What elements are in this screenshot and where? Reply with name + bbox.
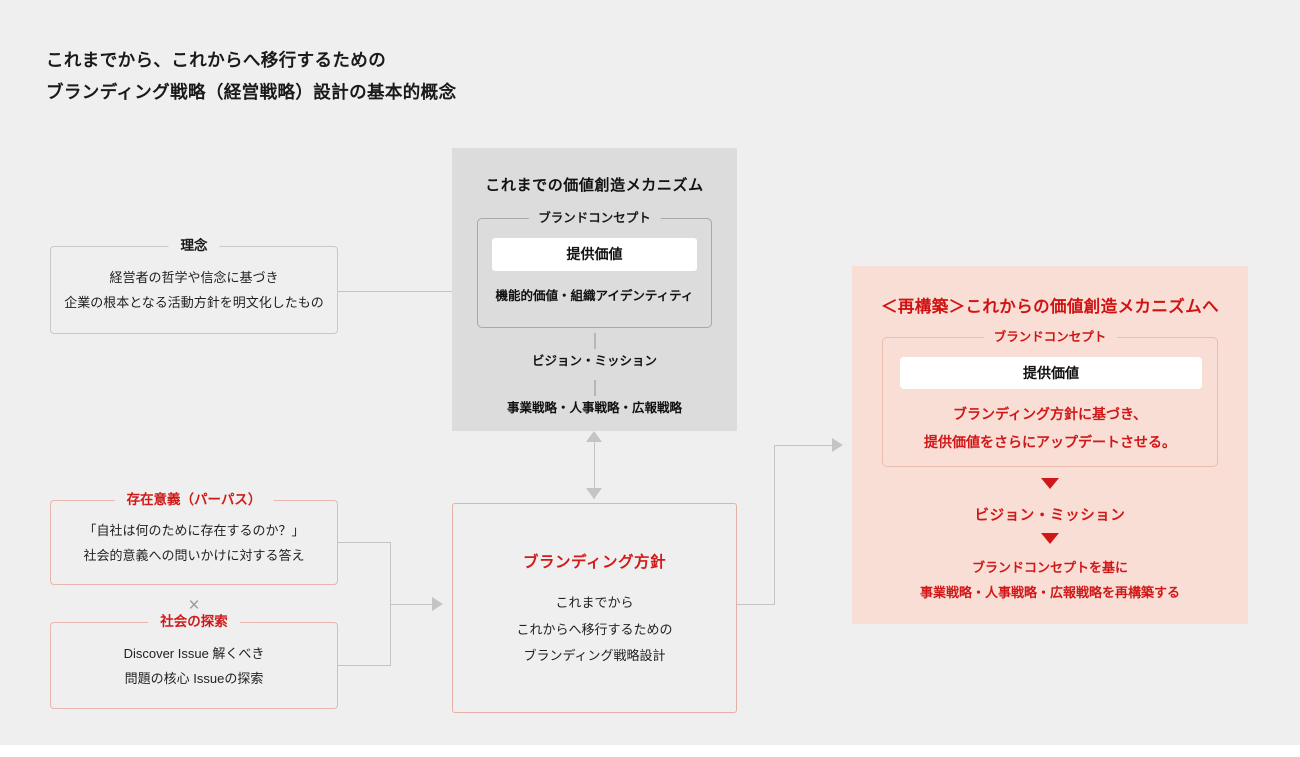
- future-panel-title: ＜再構築＞これからの価値創造メカニズムへ: [881, 298, 1219, 316]
- branding-policy-title: ブランディング方針: [523, 554, 666, 571]
- philosophy-box: 理念 経営者の哲学や信念に基づき 企業の根本となる活動方針を明文化したもの: [50, 236, 338, 334]
- society-exploration-box: 社会の探索 Discover Issue 解くべき 問題の核心 Issueの探索: [50, 612, 338, 709]
- future-brand-concept-legend: ブランドコンセプト: [983, 327, 1117, 347]
- branding-policy-line-1: これまでから: [555, 595, 634, 610]
- connector-past-to-policy: [594, 437, 595, 499]
- connector-bracket-to-policy: [390, 604, 432, 605]
- philosophy-box-legend: 理念: [168, 236, 220, 256]
- future-brand-concept-body: ブランディング方針に基づき、 提供価値をさらにアップデートさせる。: [883, 400, 1217, 456]
- connector-purpose-bracket-top: [338, 542, 390, 543]
- purpose-box-legend: 存在意義（パーパス）: [114, 490, 274, 510]
- future-rebuild-line-1: ブランドコンセプトを基に: [971, 560, 1128, 575]
- purpose-box-line-2: 社会的意義への問いかけに対する答え: [83, 548, 305, 564]
- past-separator-line-2: [594, 380, 595, 396]
- connector-to-future-panel: [774, 445, 832, 446]
- future-brand-concept-line-2: 提供価値をさらにアップデートさせる。: [924, 434, 1176, 450]
- past-brand-concept-legend: ブランドコンセプト: [528, 208, 661, 228]
- philosophy-box-line-2: 企業の根本となる活動方針を明文化したもの: [64, 295, 324, 311]
- future-brand-concept-box: ブランドコンセプト 提供価値 ブランディング方針に基づき、 提供価値をさらにアッ…: [882, 327, 1218, 467]
- past-value-mechanism-panel: これまでの価値創造メカニズム ブランドコンセプト 提供価値 機能的価値・組織アイ…: [452, 148, 737, 431]
- future-brand-concept-line-1: ブランディング方針に基づき、: [952, 406, 1148, 422]
- bottom-white-strip: [0, 745, 1300, 757]
- society-exploration-box-body: Discover Issue 解くべき 問題の核心 Issueの探索: [51, 641, 337, 692]
- triangle-down-icon-1: [1041, 478, 1059, 489]
- philosophy-box-body: 経営者の哲学や信念に基づき 企業の根本となる活動方針を明文化したもの: [51, 265, 337, 316]
- purpose-box-body: 「自社は何のために存在するのか？」 社会的意義への問いかけに対する答え: [51, 518, 337, 569]
- past-brand-concept-sub: 機能的価値・組織アイデンティティ: [495, 289, 694, 303]
- purpose-box: 存在意義（パーパス） 「自社は何のために存在するのか？」 社会的意義への問いかけ…: [50, 490, 338, 585]
- past-panel-title: これまでの価値創造メカニズム: [485, 177, 704, 194]
- future-vision-mission: ビジョン・ミッション: [974, 508, 1126, 524]
- future-provided-value-bar: 提供価値: [900, 357, 1202, 389]
- purpose-box-line-1: 「自社は何のために存在するのか？」: [83, 523, 305, 538]
- arrow-right-icon-to-future: [832, 438, 843, 452]
- past-vision-mission: ビジョン・ミッション: [531, 354, 657, 368]
- connector-policy-out: [737, 604, 774, 605]
- past-separator-line-1: [594, 333, 595, 349]
- connector-policy-vertical: [774, 445, 775, 605]
- page-title-line-1: これまでから、これからへ移行するための: [46, 50, 387, 70]
- future-rebuild-text: ブランドコンセプトを基に 事業戦略・人事戦略・広報戦略を再構築する: [852, 556, 1248, 605]
- triangle-down-icon-2: [1041, 533, 1059, 544]
- branding-policy-body: これまでから これからへ移行するための ブランディング戦略設計: [453, 590, 736, 670]
- branding-policy-line-2: これからへ移行するための: [516, 621, 673, 637]
- multiply-icon: ×: [188, 595, 200, 616]
- branding-policy-line-3: ブランディング戦略設計: [523, 648, 666, 664]
- connector-society-bracket-bottom: [338, 665, 390, 666]
- society-exploration-line-2: 問題の核心 Issueの探索: [124, 671, 264, 687]
- past-brand-concept-box: ブランドコンセプト 提供価値 機能的価値・組織アイデンティティ: [477, 208, 712, 328]
- society-exploration-box-legend: 社会の探索: [148, 612, 240, 632]
- society-exploration-line-1: Discover Issue 解くべき: [123, 646, 265, 661]
- page-title: これまでから、これからへ移行するための ブランディング戦略（経営戦略）設計の基本…: [46, 44, 746, 109]
- future-value-mechanism-panel: ＜再構築＞これからの価値創造メカニズムへ ブランドコンセプト 提供価値 ブランデ…: [852, 266, 1248, 624]
- arrow-down-icon: [586, 488, 602, 499]
- arrow-right-icon-to-policy: [432, 597, 443, 611]
- connector-philosophy-to-past: [338, 291, 452, 292]
- philosophy-box-line-1: 経営者の哲学や信念に基づき: [109, 270, 279, 285]
- past-provided-value-bar: 提供価値: [492, 238, 697, 271]
- arrow-up-icon: [586, 431, 602, 442]
- page-title-line-2: ブランディング戦略（経営戦略）設計の基本的概念: [46, 82, 457, 103]
- future-rebuild-line-2: 事業戦略・人事戦略・広報戦略を再構築する: [919, 584, 1180, 600]
- past-strategy-list: 事業戦略・人事戦略・広報戦略: [506, 401, 682, 415]
- branding-policy-box: ブランディング方針 これまでから これからへ移行するための ブランディング戦略設…: [452, 503, 737, 713]
